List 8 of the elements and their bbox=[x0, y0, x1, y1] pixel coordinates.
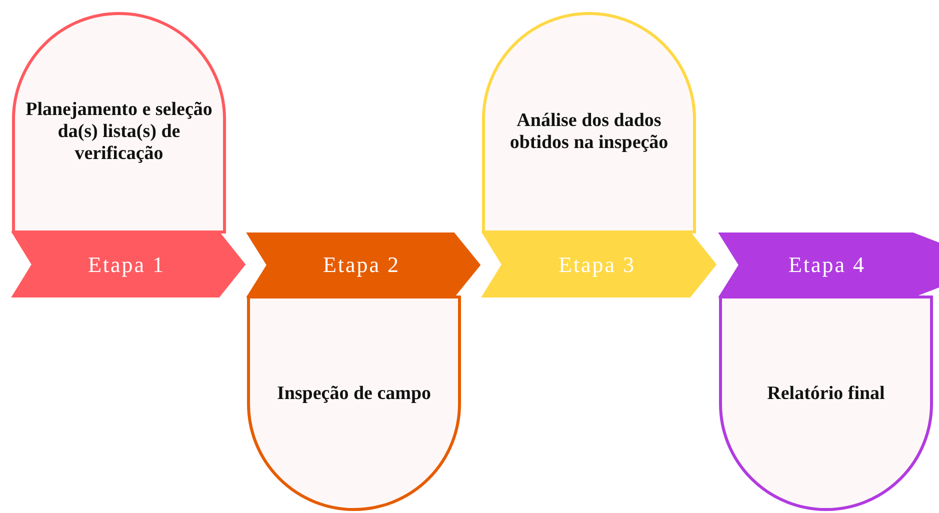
step-label: Etapa 1 bbox=[88, 252, 166, 278]
step-label: Etapa 3 bbox=[558, 252, 636, 278]
step-description: Análise dos dados obtidos na inspeção bbox=[508, 110, 670, 154]
step-label: Etapa 4 bbox=[788, 252, 866, 278]
step-label: Etapa 2 bbox=[322, 252, 400, 278]
step-description: Inspeção de campo bbox=[276, 383, 432, 405]
step-description: Planejamento e seleção da(s) lista(s) de verificação bbox=[24, 99, 214, 165]
step-description: Relatório final bbox=[767, 383, 885, 405]
